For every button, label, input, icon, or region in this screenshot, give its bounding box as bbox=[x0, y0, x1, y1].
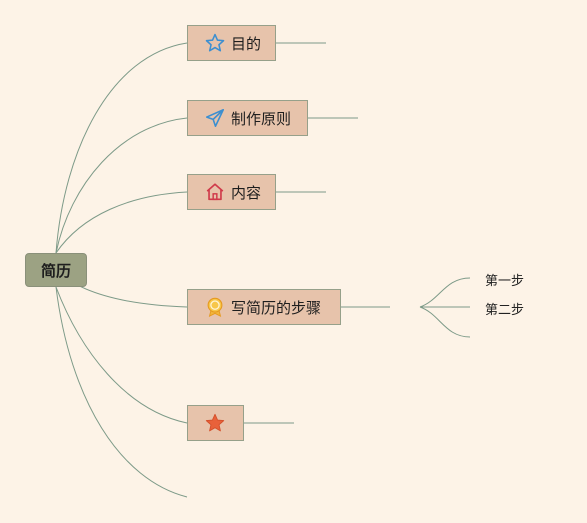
topic-steps-label: 写简历的步骤 bbox=[231, 298, 322, 317]
award-badge-icon bbox=[204, 296, 226, 318]
root-topic[interactable]: 简历 bbox=[25, 253, 87, 287]
topic-content-label: 内容 bbox=[231, 183, 262, 202]
root-topic-label: 简历 bbox=[40, 261, 71, 280]
star-filled-icon bbox=[204, 412, 226, 434]
connector-root-to-topic-2 bbox=[55, 117, 188, 254]
connector-root-to-topic-3 bbox=[55, 191, 188, 254]
subtopic-step-one-label: 第一步 bbox=[485, 274, 525, 289]
topic-content[interactable]: 内容 bbox=[187, 174, 276, 210]
connector-to-subtopic-1 bbox=[419, 277, 471, 308]
topic-star[interactable] bbox=[187, 405, 244, 441]
topic-goal[interactable]: 目的 bbox=[187, 25, 276, 61]
house-icon bbox=[204, 181, 226, 203]
connector-root-to-topic-1 bbox=[55, 42, 188, 254]
subtopic-step-two[interactable]: 第二步 bbox=[485, 299, 524, 318]
connector-root-to-empty-branch bbox=[55, 286, 188, 498]
topic-principles[interactable]: 制作原则 bbox=[187, 100, 308, 136]
topic-goal-label: 目的 bbox=[231, 34, 262, 53]
subtopic-step-two-label: 第二步 bbox=[485, 303, 525, 318]
subtopic-step-one[interactable]: 第一步 bbox=[485, 270, 524, 289]
connector-root-to-topic-5 bbox=[55, 286, 188, 424]
connector-to-subtopic-3 bbox=[419, 306, 471, 338]
star-outline-icon bbox=[204, 32, 226, 54]
topic-steps[interactable]: 写简历的步骤 bbox=[187, 289, 341, 325]
paper-plane-icon bbox=[204, 107, 226, 129]
topic-principles-label: 制作原则 bbox=[231, 109, 292, 128]
